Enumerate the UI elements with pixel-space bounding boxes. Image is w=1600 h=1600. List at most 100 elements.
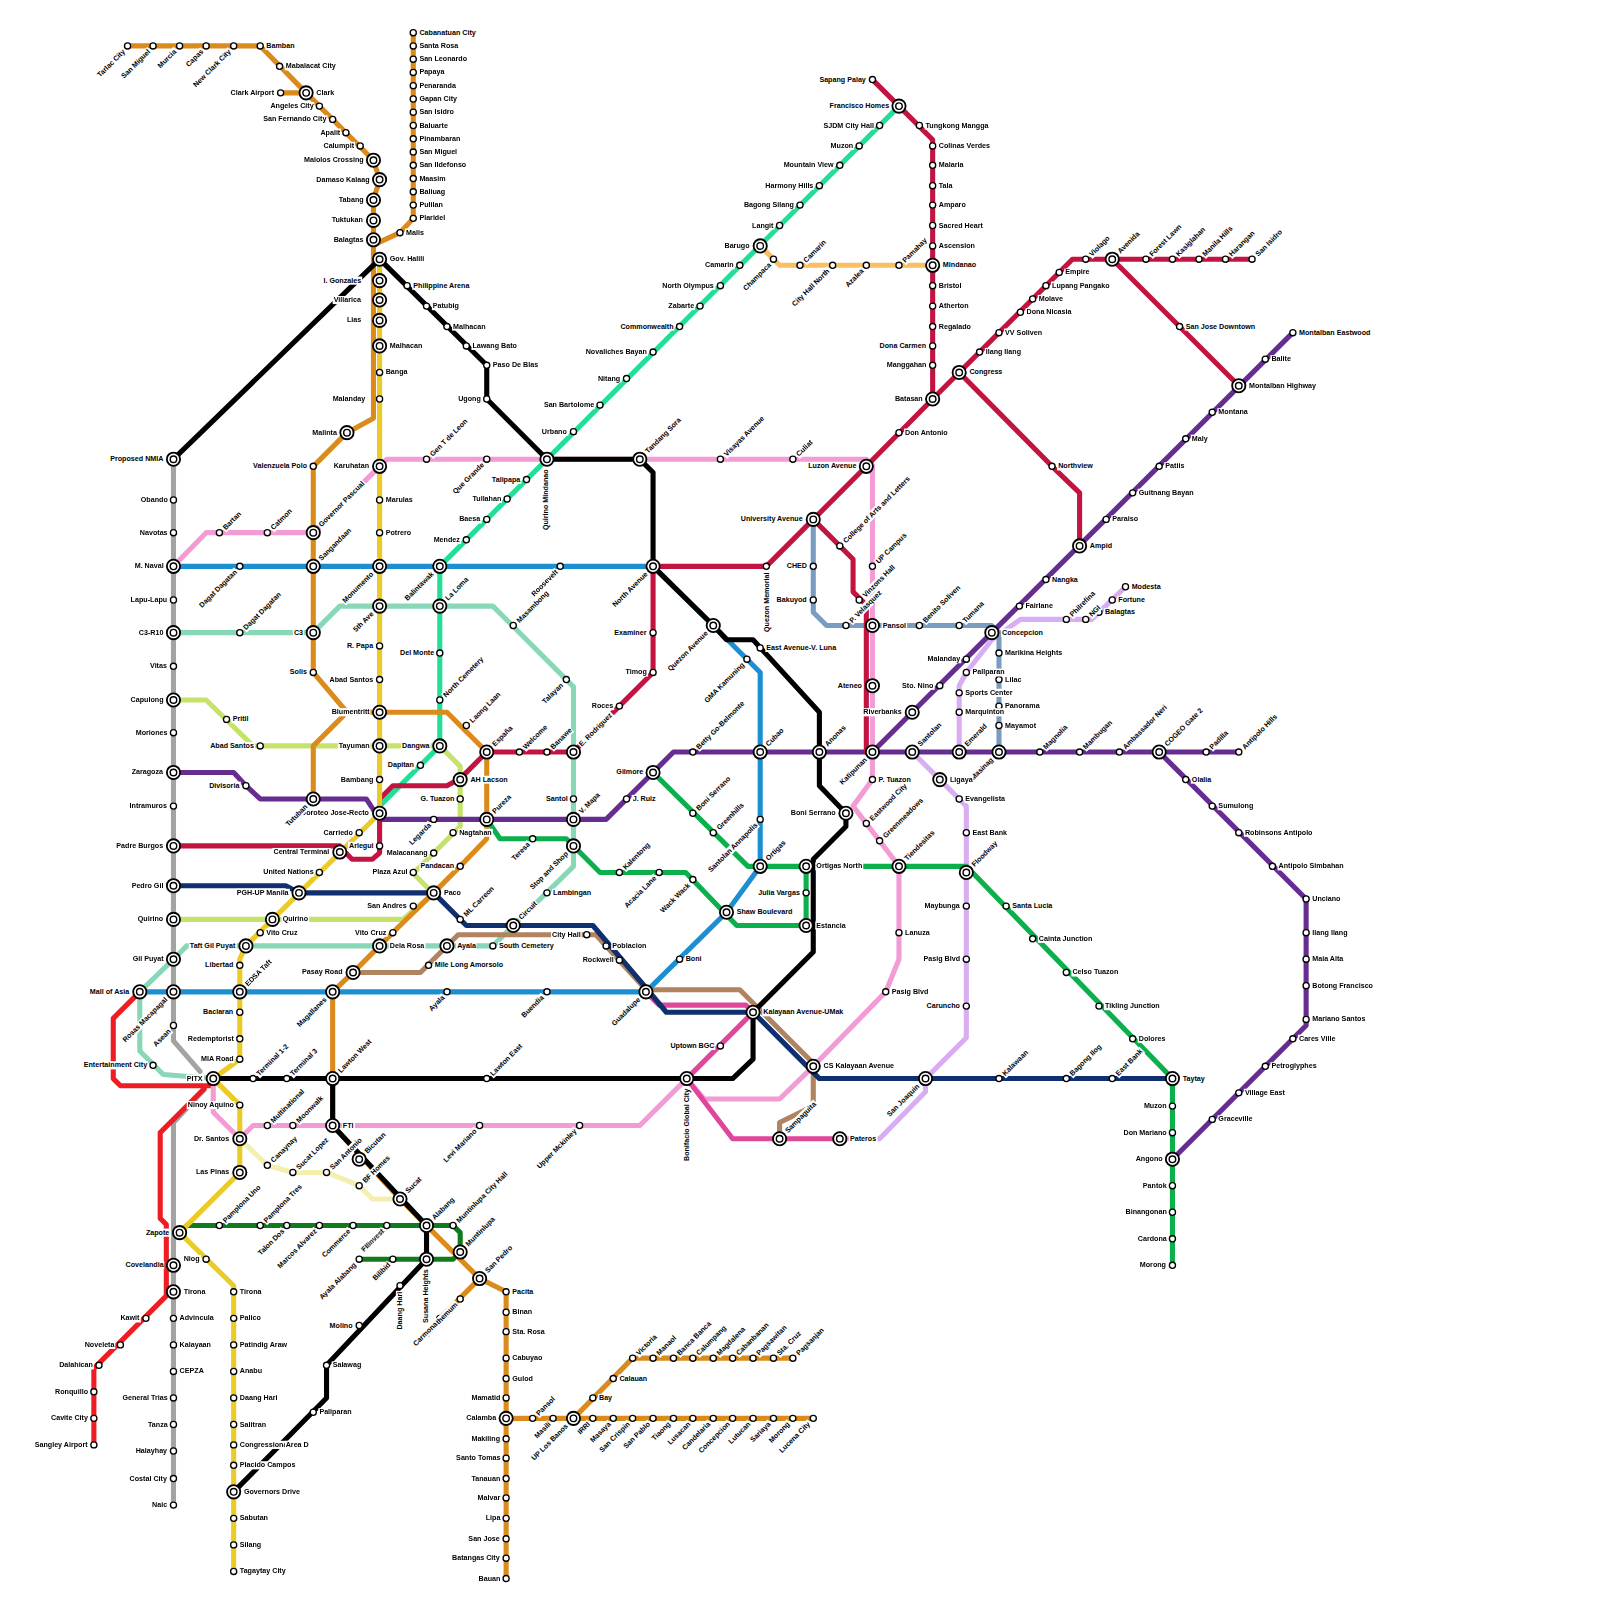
station-marker: [810, 597, 816, 603]
station-marker: [437, 603, 444, 610]
station-marker: [1076, 543, 1083, 550]
station-label: Papaya: [418, 68, 445, 76]
station-marker: [670, 1355, 676, 1361]
station-marker: [930, 222, 936, 228]
station-label: Covelandia: [124, 1261, 164, 1269]
station-label: Ilang Ilang: [985, 348, 1022, 356]
station-marker: [1303, 930, 1309, 936]
station-marker: [170, 530, 176, 536]
station-label: Zabarte: [667, 302, 695, 310]
station-marker: [630, 1415, 636, 1421]
station-label: Quezon Memorial: [763, 571, 771, 633]
station-marker: [231, 1421, 237, 1427]
rail-line: [840, 587, 1126, 1139]
station-marker: [754, 860, 767, 873]
station-marker: [237, 1009, 243, 1015]
station-marker: [484, 362, 490, 368]
station-marker: [170, 730, 176, 736]
station-label: Tanauan: [470, 1474, 501, 1482]
station-marker: [930, 162, 936, 168]
station-marker: [956, 690, 962, 696]
station-marker: [503, 1289, 509, 1295]
station-marker: [810, 1415, 816, 1421]
station-marker: [299, 86, 312, 99]
station-marker: [503, 1436, 509, 1442]
station-marker: [177, 43, 183, 49]
station-marker: [170, 882, 177, 889]
station-label: Pasig Blvd: [891, 988, 930, 996]
station-label: Pateros: [849, 1135, 877, 1143]
station-label: San Fernando City: [262, 115, 327, 123]
station-marker: [264, 1122, 270, 1128]
station-label: Dona Carmen: [879, 342, 927, 350]
station-marker: [680, 1072, 693, 1085]
station-marker: [457, 796, 463, 802]
station-label: Boni: [685, 955, 703, 963]
station-marker: [370, 197, 377, 204]
station-marker: [770, 1415, 776, 1421]
station-label: City Hall North: [789, 266, 831, 308]
station-label: Noveleta: [84, 1341, 116, 1349]
station-marker: [307, 626, 320, 639]
station-marker: [956, 749, 963, 756]
station-marker: [916, 122, 922, 128]
station-marker: [284, 1222, 290, 1228]
station-label: Camarin: [704, 261, 735, 269]
station-label: San Miguel: [418, 148, 458, 156]
station-label: Wack Wack: [658, 880, 693, 915]
station-marker: [356, 1156, 363, 1163]
station-label: Maasim: [418, 174, 446, 182]
station-marker: [985, 626, 998, 639]
station-label: Congressional: [239, 1441, 291, 1449]
station-label: Catmon: [268, 506, 294, 532]
station-label: Santolan: [916, 720, 945, 749]
station-marker: [437, 650, 443, 656]
station-marker: [137, 989, 144, 996]
station-label: Balintawak: [402, 570, 436, 604]
station-marker: [257, 743, 263, 749]
station-label: Batasan: [894, 395, 924, 403]
station-label: General Trias: [121, 1394, 168, 1402]
station-marker: [170, 456, 177, 463]
station-label: Pansol: [533, 1394, 557, 1418]
station-marker: [370, 217, 377, 224]
station-label: Lupang Pangako: [1051, 282, 1111, 290]
station-label: Mountain View: [783, 161, 835, 169]
station-marker: [866, 679, 879, 692]
station-marker: [170, 1395, 176, 1401]
station-marker: [377, 643, 383, 649]
station-marker: [750, 1355, 756, 1361]
station-marker: [896, 103, 903, 110]
station-label: Niog: [183, 1255, 201, 1263]
station-marker: [896, 863, 903, 870]
station-label: Talipapa: [491, 476, 522, 484]
station-label: Pandacan: [419, 862, 455, 870]
station-marker: [410, 136, 416, 142]
station-marker: [723, 909, 730, 916]
station-label: Pulilan: [418, 201, 443, 209]
station-label: G. Tuazon: [419, 795, 455, 803]
station-marker: [690, 1355, 696, 1361]
station-label: Teresa: [509, 839, 532, 862]
station-label: Mariano Santos: [1311, 1015, 1366, 1023]
station-marker: [373, 739, 386, 752]
station-label: Paso De Blas: [492, 361, 539, 369]
station-marker: [799, 860, 812, 873]
station-marker: [410, 43, 416, 49]
station-marker: [643, 989, 650, 996]
station-label: Villarica: [333, 296, 362, 304]
station-marker: [803, 863, 810, 870]
station-marker: [1169, 1075, 1176, 1082]
station-label: Pantok: [1142, 1182, 1168, 1190]
station-marker: [926, 259, 939, 272]
station-marker: [410, 83, 416, 89]
station-label: Proposed NMIA: [109, 455, 164, 463]
station-label: Tayuman: [338, 742, 371, 750]
station-marker: [404, 283, 410, 289]
station-marker: [216, 530, 222, 536]
station-label: Maybunga: [923, 902, 960, 910]
station-label: Boni Serrano: [790, 809, 837, 817]
station-marker: [1222, 256, 1228, 262]
station-label: Colinas Verdes: [938, 142, 991, 150]
